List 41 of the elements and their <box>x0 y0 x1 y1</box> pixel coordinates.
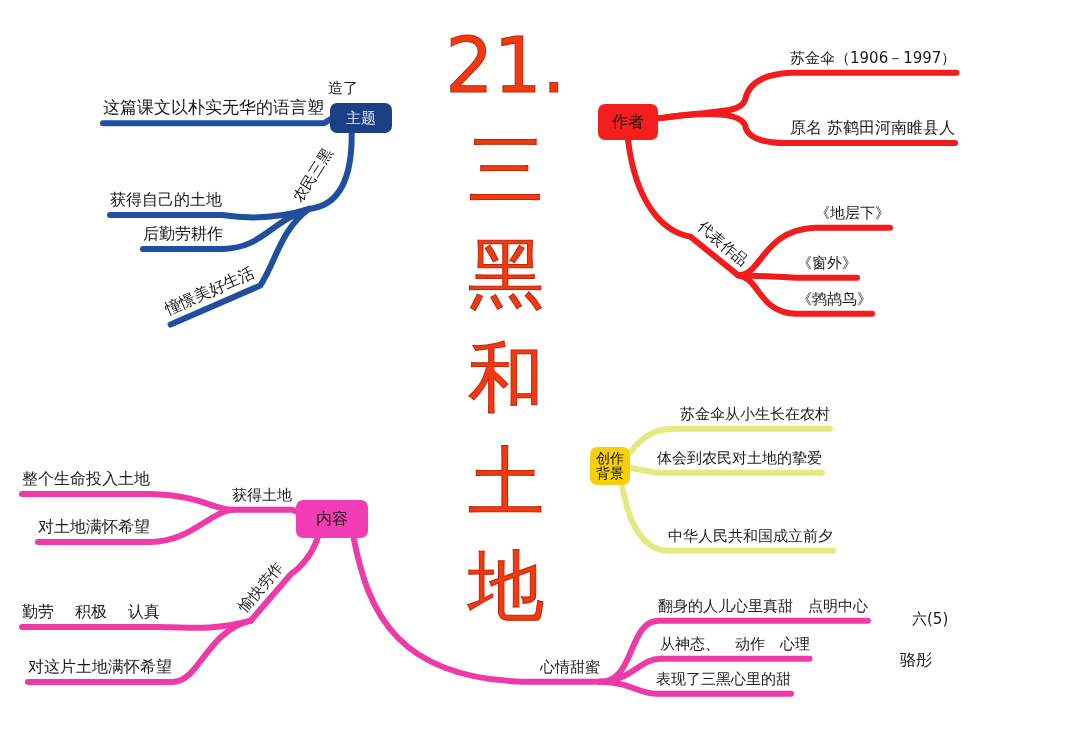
branch-text: 苏金伞从小生长在农村 <box>680 405 830 426</box>
branch-text: 苏金伞（1906－1997） <box>790 49 957 70</box>
branch-text: 憧憬美好生活 <box>161 262 259 322</box>
background-box: 创作背景 <box>590 447 630 485</box>
branch-text: 获得土地 <box>232 486 292 507</box>
author-box: 作者 <box>598 104 658 140</box>
branch-line <box>247 535 321 624</box>
branch-text: 代表作品 <box>692 217 752 273</box>
branch-text: 对土地满怀希望 <box>38 517 150 539</box>
branch-line <box>167 205 313 328</box>
branch-text: 勤劳 积极 认真 <box>22 602 161 624</box>
branch-text: 获得自己的土地 <box>110 190 222 212</box>
branch-line <box>35 506 235 545</box>
branch-text: 《鹁鸪鸟》 <box>797 290 872 311</box>
branch-text: 后勤劳耕作 <box>143 224 223 246</box>
branch-line <box>735 272 860 281</box>
branch-line <box>625 137 741 279</box>
branch-text: 表现了三黑心里的甜 <box>656 670 791 691</box>
branch-text: 原名 苏鹤田河南睢县人 <box>790 118 956 140</box>
signature-text: 骆彤 <box>900 650 932 670</box>
branch-line <box>25 617 254 685</box>
branch-text: 翻身的人儿心里真甜 点明中心 <box>658 597 868 618</box>
branch-text: 《地层下》 <box>815 204 890 225</box>
vertical-title: 21. 三黑和土地 <box>444 20 568 632</box>
branch-text: 对这片土地满怀希望 <box>28 657 172 679</box>
branch-text: 体会到农民对土地的挚爱 <box>657 449 822 470</box>
branch-text: 《窗外》 <box>797 254 857 275</box>
branch-text: 心情甜蜜 <box>540 658 600 679</box>
content-box: 内容 <box>296 500 368 538</box>
branch-line <box>627 425 833 456</box>
branch-line <box>619 482 836 554</box>
branch-text: 这篇课文以朴实无华的语言塑 <box>103 97 324 117</box>
branch-text: 愉快劳作 <box>234 558 290 618</box>
branch-text: 从神态、 动作 心理 <box>660 635 810 656</box>
branch-line <box>597 678 794 697</box>
topic-box: 主题 <box>330 103 392 133</box>
class-label: 六(5) <box>912 610 949 629</box>
branch-text: 整个生命投入土地 <box>22 469 150 491</box>
branch-text: 农民三黑 <box>289 145 339 207</box>
branch-text: 造了 <box>328 79 358 98</box>
branch-text: 中华人民共和国成立前夕 <box>668 527 833 548</box>
